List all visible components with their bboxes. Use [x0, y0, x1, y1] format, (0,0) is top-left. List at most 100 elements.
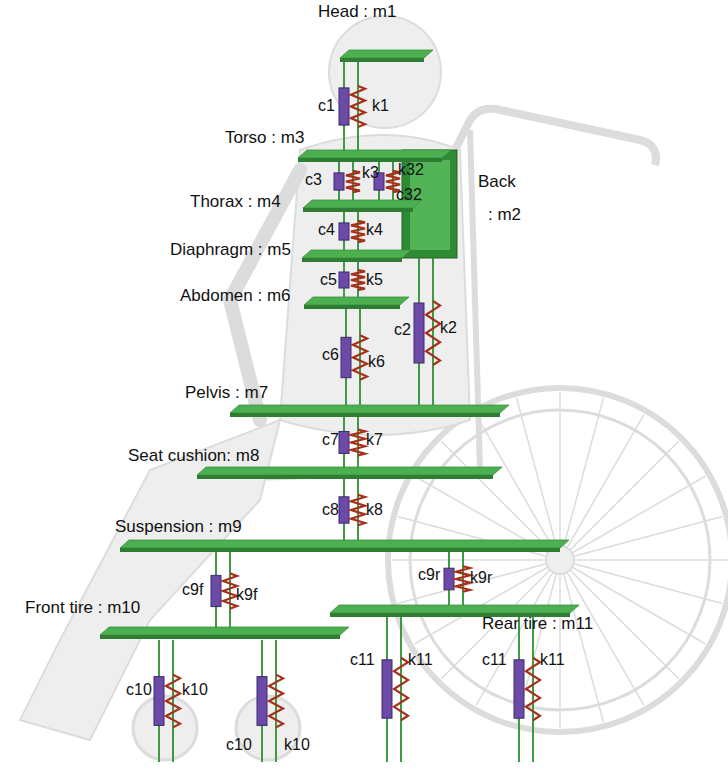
mass-plate-edge — [120, 548, 560, 552]
damper-symbol — [414, 303, 424, 363]
parameter-label: k4 — [366, 220, 383, 240]
wheel-spoke — [560, 560, 722, 603]
rod — [229, 552, 231, 630]
mass-plate — [100, 627, 349, 635]
parameter-label: k5 — [366, 270, 383, 290]
mass-label: Torso : m3 — [225, 128, 304, 148]
wheel-spoke — [560, 441, 679, 560]
spring-symbol — [351, 221, 365, 242]
spring-symbol — [351, 270, 365, 290]
mass-plate-edge — [304, 305, 400, 309]
mass-plate — [304, 297, 409, 305]
wheel-spoke — [398, 560, 560, 603]
mass-label: Thorax : m4 — [190, 192, 281, 212]
parameter-label: k10 — [182, 680, 208, 700]
rear-wheel — [388, 388, 728, 732]
spring-symbol — [223, 573, 237, 608]
parameter-label: k32 — [398, 160, 424, 180]
mass-plate-edge — [340, 58, 424, 62]
push-handle — [455, 109, 656, 165]
mass-plate — [330, 605, 579, 613]
mass-label: Head : m1 — [318, 2, 396, 22]
wheel-spoke — [517, 398, 560, 560]
spring-symbol — [456, 566, 470, 592]
wheel-spoke — [560, 517, 722, 560]
rod — [400, 616, 402, 762]
parameter-label: c8 — [322, 500, 339, 520]
spring-symbol — [346, 171, 360, 192]
wheel-spoke — [560, 560, 603, 722]
damper-symbol — [334, 173, 344, 190]
spring-symbol — [526, 658, 540, 720]
wheel-spoke — [398, 517, 560, 560]
mass-plate — [230, 405, 509, 413]
rod — [359, 307, 361, 408]
occupant-head — [329, 16, 441, 128]
parameter-label: c9f — [182, 580, 203, 600]
parameter-label: k9r — [470, 568, 492, 588]
damper-symbol — [339, 223, 349, 240]
rod — [352, 160, 354, 203]
front-caster — [133, 696, 197, 760]
damper-symbol — [257, 677, 267, 726]
parameter-label: k6 — [368, 352, 385, 372]
parameter-label: c7 — [322, 430, 339, 450]
rod — [357, 210, 359, 253]
rod — [275, 640, 277, 762]
rod — [357, 60, 359, 153]
mass-plate — [120, 540, 569, 548]
wheel-spoke — [560, 398, 603, 560]
rod — [432, 258, 434, 408]
parameter-label: c4 — [318, 220, 335, 240]
mass-plate-edge — [303, 208, 413, 212]
rod — [392, 160, 394, 203]
mass-label: : m2 — [488, 205, 521, 225]
damper-symbol — [514, 660, 524, 718]
damper-symbol — [382, 660, 392, 718]
rod — [172, 640, 174, 762]
mass-plate — [298, 150, 451, 158]
parameter-label: c9r — [418, 565, 440, 585]
parameter-label: c2 — [394, 320, 411, 340]
parameter-label: c10 — [126, 680, 152, 700]
spring-symbol — [351, 86, 365, 127]
spring-symbol — [353, 335, 367, 379]
mass-plate — [302, 250, 411, 258]
parameter-label: k11 — [408, 650, 433, 670]
mass-label: Rear tire : m11 — [482, 614, 593, 634]
spring-symbol — [351, 430, 365, 456]
spring-symbol — [166, 675, 180, 728]
occupant-torso — [280, 135, 470, 435]
mass-label: Pelvis : m7 — [185, 383, 268, 403]
damper-symbol — [339, 88, 349, 125]
damper-symbol — [341, 337, 351, 377]
rod — [532, 616, 534, 762]
mass-plate-edge — [100, 635, 340, 639]
wheel-spoke — [559, 560, 561, 728]
mass-label: Seat cushion: m8 — [128, 446, 259, 466]
parameter-label: k11 — [540, 650, 565, 670]
parameter-label: c5 — [320, 270, 337, 290]
parameter-label: k3 — [362, 163, 379, 183]
parameter-label: k9f — [236, 585, 257, 605]
spring-symbol — [351, 495, 365, 525]
damper-symbol — [339, 272, 349, 288]
parameter-label: k8 — [366, 500, 383, 520]
spring-symbol — [269, 675, 283, 728]
mass-label: Diaphragm : m5 — [170, 240, 291, 260]
mass-plate — [197, 467, 502, 475]
mass-plate — [340, 50, 433, 58]
mass-label: Suspension : m9 — [115, 517, 242, 537]
parameter-label: k10 — [284, 735, 310, 755]
rod — [357, 477, 359, 543]
damper-symbol — [154, 677, 164, 726]
mass-plate-edge — [302, 258, 402, 262]
rod — [357, 415, 359, 470]
parameter-label: c1 — [318, 96, 335, 116]
mass-label: Back — [478, 172, 516, 192]
wheel-spoke — [559, 392, 561, 560]
wheel-spoke — [560, 415, 644, 560]
parameter-label: c11 — [482, 650, 507, 670]
parameter-label: c3 — [305, 170, 322, 190]
rod — [357, 260, 359, 300]
